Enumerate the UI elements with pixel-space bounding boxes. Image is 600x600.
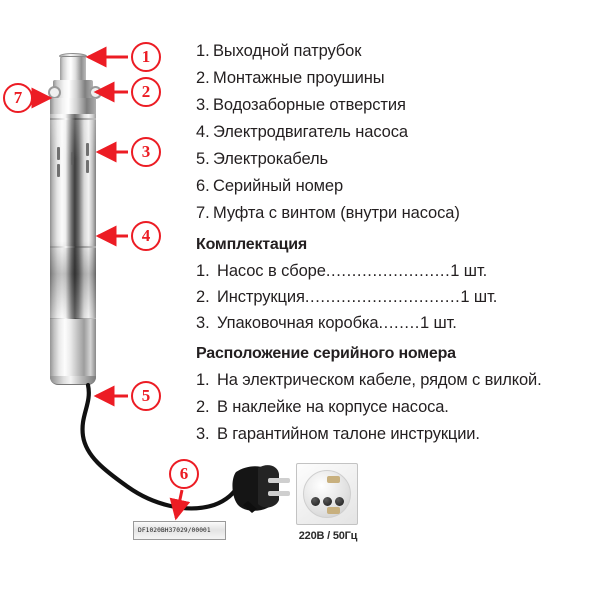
socket-hole-right	[335, 497, 344, 506]
item-number: 1.	[196, 371, 210, 389]
socket-rating-label: 220В / 50Гц	[298, 530, 358, 542]
parts-list-item: 1. Выходной патрубок	[196, 38, 596, 65]
item-number: 4.	[196, 123, 210, 141]
water-intake-slot	[71, 152, 74, 165]
serial-location-item: 1. На электрическом кабеле, рядом с вилк…	[196, 367, 596, 394]
item-number: 6.	[196, 177, 210, 195]
kit-list-item: 2. Инструкция ..........................…	[196, 284, 596, 310]
parts-list-item: 2. Монтажные проушины	[196, 65, 596, 92]
item-quantity: 1 шт.	[450, 262, 488, 280]
callout-4: 4	[131, 221, 161, 251]
leader-dots: ..............................	[304, 288, 461, 306]
pump-head-cap	[50, 98, 96, 118]
socket-face	[303, 470, 351, 518]
item-number: 3.	[196, 96, 210, 114]
item-number: 3.	[196, 425, 210, 443]
parts-list: 1. Выходной патрубок 2. Монтажные проуши…	[196, 38, 596, 227]
outlet-nozzle	[60, 56, 86, 83]
item-label: Электродвигатель насоса	[213, 123, 408, 141]
callout-2: 2	[131, 77, 161, 107]
serial-location-item: 3. В гарантийном талоне инструкции.	[196, 421, 596, 448]
parts-list-item: 4. Электродвигатель насоса	[196, 119, 596, 146]
serial-location-heading: Расположение серийного номера	[196, 345, 456, 362]
callout-6: 6	[169, 459, 199, 489]
item-label: В наклейке на корпусе насоса.	[217, 398, 449, 416]
leader-dots: ........	[378, 314, 420, 332]
water-intake-slot	[57, 147, 60, 160]
kit-list: 1. Насос в сборе .......................…	[196, 258, 596, 336]
item-label: Муфта с винтом (внутри насоса)	[213, 204, 460, 222]
serial-number-text: DF1020BH37029/00001	[138, 527, 211, 534]
pump-collar	[53, 80, 93, 102]
item-number: 1.	[196, 42, 210, 60]
text-column: 1. Выходной патрубок 2. Монтажные проуши…	[196, 38, 596, 448]
socket-hole-center	[323, 497, 332, 506]
water-intake-slot	[86, 143, 89, 156]
item-label: В гарантийном талоне инструкции.	[217, 425, 480, 443]
pump-bottom-end	[50, 376, 96, 385]
item-number: 7.	[196, 204, 210, 222]
item-label: Серийный номер	[213, 177, 344, 195]
parts-list-item: 6. Серийный номер	[196, 173, 596, 200]
callout-3: 3	[131, 137, 161, 167]
callout-7: 7	[3, 83, 33, 113]
item-label: Упаковочная коробка	[217, 314, 379, 332]
kit-list-item: 3. Упаковочная коробка ........ 1 шт.	[196, 310, 596, 336]
socket-earth-clip-bottom	[327, 507, 340, 514]
item-label: На электрическом кабеле, рядом с вилкой.	[217, 371, 542, 389]
leader-dots: ........................	[325, 262, 451, 280]
item-quantity: 1 шт.	[419, 314, 457, 332]
water-intake-slot	[57, 164, 60, 177]
item-quantity: 1 шт.	[460, 288, 498, 306]
pump-seam-mid	[50, 246, 96, 248]
water-intake-slot	[86, 160, 89, 173]
serial-number-sticker: DF1020BH37029/00001	[133, 521, 226, 540]
item-label: Инструкция	[217, 288, 305, 306]
serial-location-list: 1. На электрическом кабеле, рядом с вилк…	[196, 367, 596, 448]
socket-hole-left	[311, 497, 320, 506]
pump-illustration	[0, 0, 190, 600]
item-label: Насос в сборе	[217, 262, 326, 280]
kit-list-item: 1. Насос в сборе .......................…	[196, 258, 596, 284]
parts-list-item: 5. Электрокабель	[196, 146, 596, 173]
item-number: 2.	[196, 69, 210, 87]
parts-list-item: 3. Водозаборные отверстия	[196, 92, 596, 119]
wall-socket	[296, 463, 358, 525]
item-label: Монтажные проушины	[213, 69, 385, 87]
item-label: Водозаборные отверстия	[213, 96, 406, 114]
item-number: 1.	[196, 262, 210, 280]
callout-1: 1	[131, 42, 161, 72]
pump-motor-base	[50, 319, 96, 383]
pump-body-shading	[50, 114, 96, 319]
item-number: 3.	[196, 314, 210, 332]
pump-seam-top	[50, 118, 96, 120]
kit-heading: Комплектация	[196, 236, 308, 253]
item-number: 2.	[196, 398, 210, 416]
item-label: Выходной патрубок	[213, 42, 362, 60]
serial-location-item: 2. В наклейке на корпусе насоса.	[196, 394, 596, 421]
power-plug	[232, 465, 290, 513]
item-number: 2.	[196, 288, 210, 306]
item-number: 5.	[196, 150, 210, 168]
socket-earth-clip-top	[327, 476, 340, 483]
callout-5: 5	[131, 381, 161, 411]
parts-list-item: 7. Муфта с винтом (внутри насоса)	[196, 200, 596, 227]
item-label: Электрокабель	[213, 150, 329, 168]
